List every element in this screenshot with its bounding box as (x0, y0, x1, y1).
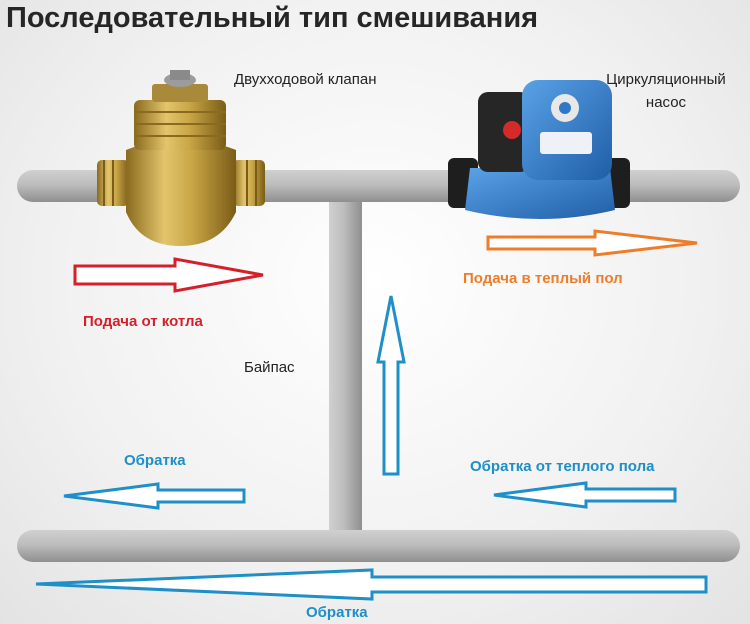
bypass-pipe (329, 202, 362, 530)
return-bottom-arrow (35, 568, 708, 601)
supply-to-floor-label: Подача в теплый пол (463, 270, 623, 287)
pump-label-line1: Циркуляционный (606, 71, 726, 88)
pump-label: Циркуляционный насос (586, 71, 746, 111)
circulation-pump-icon (448, 80, 630, 219)
return-bottom-label: Обратка (306, 604, 368, 621)
return-from-floor-label: Обратка от теплого пола (470, 458, 655, 475)
supply-from-boiler-label: Подача от котла (83, 313, 203, 330)
page-title: Последовательный тип смешивания (6, 2, 539, 34)
supply-to-floor-arrow (486, 229, 698, 257)
return-from-floor-arrow (493, 481, 677, 509)
bypass-label: Байпас (244, 359, 295, 376)
bottom-return-pipe (17, 530, 740, 562)
valve-label: Двухходовой клапан (234, 71, 377, 88)
two-way-valve-icon (97, 70, 265, 246)
pump-label-line2: насос (645, 94, 687, 111)
supply-from-boiler-arrow (73, 257, 264, 293)
return-left-arrow (63, 482, 246, 510)
return-left-label: Обратка (124, 452, 186, 469)
bypass-up-arrow (376, 295, 406, 476)
